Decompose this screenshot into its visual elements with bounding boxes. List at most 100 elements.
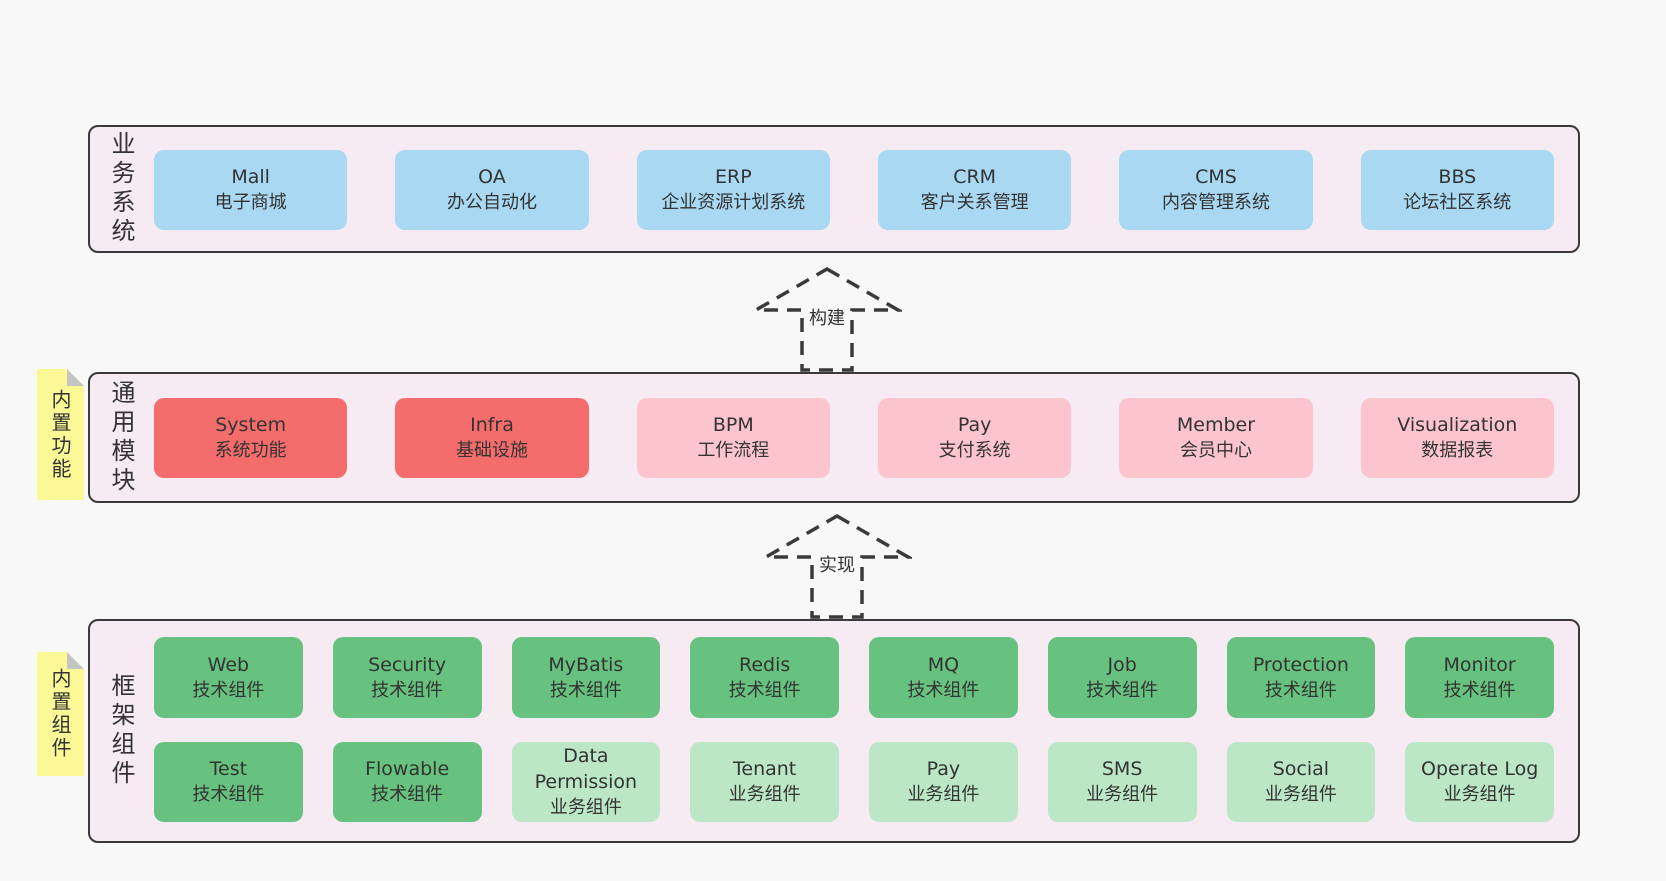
box-visualization: Visualization 数据报表 bbox=[1360, 398, 1554, 478]
business-systems-container: 业务系统 Mall 电子商城 OA 办公自动化 ERP 企业资源计划系统 CRM… bbox=[88, 125, 1580, 253]
box-subtitle: 办公自动化 bbox=[446, 192, 537, 213]
box-oa: OA 办公自动化 bbox=[395, 150, 589, 230]
framework-components-container: 框架组件 Web 技术组件 Security 技术组件 MyBatis 技术组件… bbox=[88, 619, 1580, 843]
layer-label-components: 框架组件 bbox=[107, 673, 135, 789]
box-pay-module: Pay 支付系统 bbox=[877, 398, 1072, 478]
box-title: SMS bbox=[1101, 758, 1143, 780]
box-tenant: Tenant 业务组件 bbox=[690, 742, 839, 822]
box-member: Member 会员中心 bbox=[1119, 398, 1313, 478]
box-subtitle: 业务组件 bbox=[1086, 784, 1159, 805]
box-web: Web 技术组件 bbox=[154, 637, 303, 718]
common-modules-container: 通用模块 System 系统功能 Infra 基础设施 BPM 工作流程 Pay… bbox=[88, 372, 1580, 503]
box-redis: Redis 技术组件 bbox=[690, 637, 839, 718]
box-title: Web bbox=[207, 653, 250, 676]
implement-arrow-label: 实现 bbox=[816, 551, 858, 577]
box-subtitle: 企业资源计划系统 bbox=[661, 192, 806, 213]
box-data-permission: Data Permission 业务组件 bbox=[511, 742, 661, 822]
box-title: CRM bbox=[953, 166, 997, 188]
box-flowable: Flowable 技术组件 bbox=[332, 742, 482, 822]
box-title: Pay bbox=[957, 414, 992, 436]
box-title: Mall bbox=[231, 166, 270, 188]
components-row-1: Web 技术组件 Security 技术组件 MyBatis 技术组件 Redi… bbox=[154, 637, 1554, 718]
box-subtitle: 基础设施 bbox=[455, 440, 528, 461]
box-title: BPM bbox=[712, 414, 754, 436]
box-subtitle: 业务组件 bbox=[1443, 784, 1516, 805]
box-subtitle: 业务组件 bbox=[907, 784, 980, 805]
box-subtitle: 会员中心 bbox=[1179, 440, 1252, 461]
box-monitor: Monitor 技术组件 bbox=[1405, 637, 1554, 718]
layer-label-business: 业务系统 bbox=[107, 131, 135, 247]
box-subtitle: 客户关系管理 bbox=[920, 192, 1029, 213]
note-built-in-components: 内置组件 bbox=[37, 652, 84, 776]
box-title: Data Permission bbox=[534, 745, 638, 793]
build-arrow-label: 构建 bbox=[806, 304, 848, 330]
implement-arrow: 实现 bbox=[762, 513, 912, 619]
box-subtitle: 技术组件 bbox=[192, 784, 265, 805]
box-subtitle: 支付系统 bbox=[938, 440, 1011, 461]
box-subtitle: 业务组件 bbox=[1264, 784, 1337, 805]
box-mq: MQ 技术组件 bbox=[869, 637, 1018, 718]
box-mall: Mall 电子商城 bbox=[154, 150, 348, 230]
build-arrow: 构建 bbox=[752, 266, 902, 372]
box-title: MQ bbox=[927, 653, 960, 676]
box-subtitle: 系统功能 bbox=[214, 440, 287, 461]
box-title: MyBatis bbox=[548, 653, 624, 676]
box-title: Infra bbox=[470, 414, 514, 436]
box-title: Monitor bbox=[1443, 653, 1516, 676]
box-title: Pay bbox=[926, 758, 961, 780]
modules-boxes-row: System 系统功能 Infra 基础设施 BPM 工作流程 Pay 支付系统… bbox=[154, 398, 1554, 478]
layer-label-modules: 通用模块 bbox=[107, 379, 135, 496]
box-title: System bbox=[215, 414, 287, 436]
box-title: Visualization bbox=[1397, 414, 1518, 436]
box-crm: CRM 客户关系管理 bbox=[877, 150, 1072, 230]
box-subtitle: 技术组件 bbox=[192, 679, 265, 701]
box-protection: Protection 技术组件 bbox=[1226, 637, 1376, 718]
box-subtitle: 技术组件 bbox=[1443, 679, 1516, 701]
box-subtitle: 数据报表 bbox=[1421, 440, 1494, 461]
box-title: CMS bbox=[1195, 166, 1237, 188]
box-subtitle: 技术组件 bbox=[1086, 679, 1159, 701]
box-subtitle: 业务组件 bbox=[728, 784, 801, 805]
box-job: Job 技术组件 bbox=[1047, 637, 1197, 718]
box-subtitle: 技术组件 bbox=[371, 784, 444, 805]
box-subtitle: 电子商城 bbox=[214, 192, 287, 213]
box-subtitle: 技术组件 bbox=[371, 679, 444, 701]
box-pay-component: Pay 业务组件 bbox=[869, 742, 1018, 822]
box-subtitle: 技术组件 bbox=[907, 679, 980, 701]
box-title: ERP bbox=[714, 166, 752, 188]
box-system: System 系统功能 bbox=[154, 398, 348, 478]
box-subtitle: 内容管理系统 bbox=[1161, 192, 1270, 213]
box-title: Security bbox=[368, 653, 447, 676]
note-built-in-features: 内置功能 bbox=[37, 369, 84, 500]
box-title: Flowable bbox=[365, 758, 450, 780]
up-arrow-icon bbox=[762, 513, 912, 619]
box-subtitle: 技术组件 bbox=[1264, 679, 1337, 701]
box-cms: CMS 内容管理系统 bbox=[1119, 150, 1313, 230]
box-subtitle: 业务组件 bbox=[549, 797, 622, 818]
box-title: Job bbox=[1107, 653, 1137, 676]
box-subtitle: 技术组件 bbox=[728, 679, 801, 701]
box-title: Operate Log bbox=[1420, 758, 1539, 780]
box-title: BBS bbox=[1438, 166, 1477, 188]
box-title: Social bbox=[1272, 758, 1330, 780]
box-sms: SMS 业务组件 bbox=[1047, 742, 1197, 822]
box-infra: Infra 基础设施 bbox=[395, 398, 589, 478]
box-title: OA bbox=[478, 166, 506, 188]
box-social: Social 业务组件 bbox=[1226, 742, 1376, 822]
box-bpm: BPM 工作流程 bbox=[636, 398, 830, 478]
box-title: Redis bbox=[738, 653, 791, 676]
box-operate-log: Operate Log 业务组件 bbox=[1405, 742, 1554, 822]
box-title: Protection bbox=[1252, 653, 1349, 676]
up-arrow-icon bbox=[752, 266, 902, 372]
box-test: Test 技术组件 bbox=[154, 742, 303, 822]
components-row-2: Test 技术组件 Flowable 技术组件 Data Permission … bbox=[154, 742, 1554, 822]
box-mybatis: MyBatis 技术组件 bbox=[511, 637, 661, 718]
box-subtitle: 论坛社区系统 bbox=[1403, 192, 1512, 213]
box-bbs: BBS 论坛社区系统 bbox=[1360, 150, 1554, 230]
box-title: Member bbox=[1176, 414, 1256, 436]
box-security: Security 技术组件 bbox=[332, 637, 482, 718]
box-subtitle: 工作流程 bbox=[697, 440, 770, 461]
box-title: Test bbox=[209, 758, 248, 780]
box-title: Tenant bbox=[733, 758, 797, 780]
